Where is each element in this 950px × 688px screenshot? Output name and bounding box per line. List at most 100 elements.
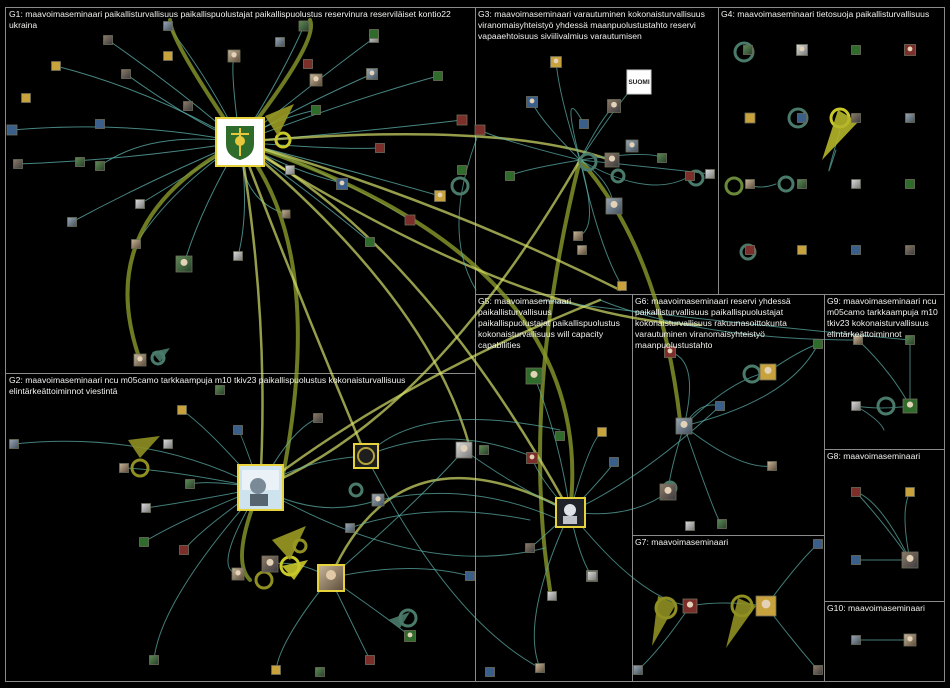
avatar-icon[interactable] [686,172,695,181]
avatar-icon[interactable] [337,179,348,190]
avatar-icon[interactable] [574,232,583,241]
avatar-icon[interactable] [52,62,61,71]
avatar-icon[interactable] [346,524,355,533]
avatar-icon[interactable] [376,144,385,153]
avatar-icon[interactable] [14,160,23,169]
avatar-icon[interactable] [906,114,915,123]
avatar-icon[interactable] [234,252,243,261]
avatar-icon[interactable] [372,494,384,506]
avatar-icon[interactable] [104,36,113,45]
suomi-logo-node[interactable]: SUOMI [627,70,651,94]
avatar-icon[interactable] [610,458,619,467]
avatar-icon[interactable] [905,45,916,56]
avatar-icon[interactable] [486,668,495,677]
avatar-icon[interactable] [606,198,622,214]
avatar-icon[interactable] [852,556,861,565]
emblem-node[interactable] [354,444,378,468]
avatar-icon[interactable] [526,544,535,553]
avatar-icon[interactable] [814,666,823,675]
avatar-icon[interactable] [299,21,309,31]
avatar-icon[interactable] [286,166,295,175]
avatar-icon[interactable] [506,172,515,181]
avatar-icon[interactable] [68,218,77,227]
avatar-icon[interactable] [176,256,192,272]
avatar-icon[interactable] [744,46,753,55]
avatar-icon[interactable] [852,114,861,123]
avatar-icon[interactable] [526,368,542,384]
avatar-icon[interactable] [658,154,667,163]
avatar-icon[interactable] [797,45,808,56]
avatar-icon[interactable] [132,240,141,249]
avatar-icon[interactable] [310,74,322,86]
avatar-icon[interactable] [852,46,861,55]
avatar-icon[interactable] [184,102,193,111]
avatar-icon[interactable] [366,656,375,665]
avatar-icon[interactable] [551,57,562,68]
avatar-icon[interactable] [435,191,446,202]
avatar-icon[interactable] [746,246,755,255]
avatar-icon[interactable] [282,210,290,218]
avatar-icon[interactable] [814,340,823,349]
avatar-icon[interactable] [76,158,85,167]
avatar-icon[interactable] [852,246,861,255]
avatar-icon[interactable] [140,538,149,547]
avatar-icon[interactable] [605,153,619,167]
avatar-icon[interactable] [142,504,151,513]
avatar-icon[interactable] [405,631,416,642]
avatar-icon[interactable] [618,282,627,291]
avatar-icon[interactable] [180,546,189,555]
avatar-icon[interactable] [456,442,472,458]
avatar-icon[interactable] [706,170,715,179]
hub-node-g5[interactable] [556,498,585,527]
avatar-icon[interactable] [626,140,638,152]
avatar-icon[interactable] [136,200,145,209]
avatar-icon[interactable] [228,50,240,62]
avatar-icon[interactable] [556,432,565,441]
avatar-icon[interactable] [716,402,725,411]
avatar-icon[interactable] [686,522,695,531]
avatar-icon[interactable] [903,399,917,413]
avatar-icon[interactable] [466,572,475,581]
avatar-icon[interactable] [634,666,643,675]
avatar-icon[interactable] [852,488,861,497]
avatar-icon[interactable] [366,238,375,247]
avatar-icon[interactable] [852,402,861,411]
avatar-icon[interactable] [234,426,243,435]
avatar-icon[interactable] [312,106,321,115]
avatar-icon[interactable] [798,246,807,255]
avatar-icon[interactable] [232,568,244,580]
avatar-icon[interactable] [718,520,727,529]
avatar-icon[interactable] [458,166,467,175]
avatar-icon[interactable] [457,115,467,125]
avatar-icon[interactable] [904,634,916,646]
avatar-icon[interactable] [216,386,225,395]
avatar-icon[interactable] [768,462,777,471]
avatar-icon[interactable] [96,120,105,129]
avatar-icon[interactable] [608,100,621,113]
avatar-icon[interactable] [676,418,692,434]
coat-of-arms-icon[interactable] [216,118,264,166]
avatar-icon[interactable] [548,592,557,601]
avatar-icon[interactable] [598,428,607,437]
avatar-icon[interactable] [272,666,281,675]
avatar-icon[interactable] [475,125,485,135]
avatar-icon[interactable] [902,552,918,568]
avatar-icon[interactable] [683,599,697,613]
avatar-icon[interactable] [150,656,159,665]
avatar-icon[interactable] [262,556,278,572]
avatar-icon[interactable] [120,464,129,473]
avatar-icon[interactable] [852,636,861,645]
avatar-icon[interactable] [22,94,31,103]
avatar-icon[interactable] [304,60,313,69]
avatar-icon[interactable] [122,70,131,79]
avatar-icon[interactable] [7,125,17,135]
avatar-icon[interactable] [906,336,915,345]
avatar-icon[interactable] [578,246,587,255]
avatar-icon[interactable] [164,22,173,31]
avatar-icon[interactable] [852,180,861,189]
avatar-icon[interactable] [906,246,915,255]
avatar-icon[interactable] [370,30,379,39]
avatar-icon[interactable] [745,113,755,123]
avatar-icon[interactable] [798,114,807,123]
avatar-icon[interactable] [756,596,776,616]
